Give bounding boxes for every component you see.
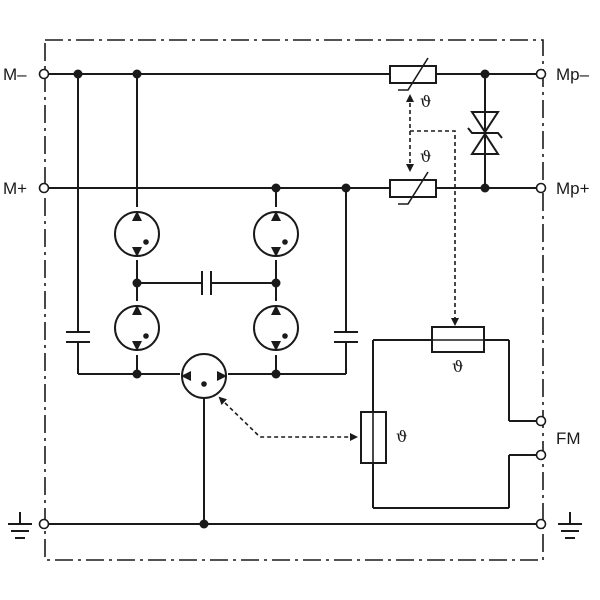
label-mp-plus: Mp+: [556, 179, 590, 198]
capacitor-right: [334, 331, 358, 343]
device-enclosure: [44, 39, 544, 561]
terminal-fm-1: [535, 415, 547, 427]
thermal-symbol-varistor-m-plus: ϑ: [420, 147, 431, 166]
tvs-diode: [467, 111, 503, 155]
terminal-ground-right: [535, 518, 547, 530]
label-fm: FM: [556, 429, 581, 448]
varistor-m-plus: [389, 171, 437, 205]
gas-discharge-tube-right-lower: [253, 305, 299, 351]
thermal-symbol-fuse-horizontal: ϑ: [452, 357, 463, 376]
ground-symbol-right: [558, 512, 582, 539]
terminal-mp-minus: [535, 68, 547, 80]
gas-discharge-tube-left-upper: [114, 211, 160, 257]
label-mp-minus: Mp–: [556, 65, 590, 84]
label-m-minus: M–: [3, 65, 27, 84]
varistor-m-minus: [389, 57, 437, 91]
ground-symbol-left: [8, 512, 32, 539]
terminal-fm-2: [535, 449, 547, 461]
junction-dots: [73, 69, 490, 529]
gas-discharge-tube-left-lower: [114, 305, 160, 351]
gas-discharge-tube-center: [181, 353, 227, 399]
thermal-fuse-horizontal: [431, 326, 485, 353]
thermal-fuse-vertical: [360, 411, 387, 464]
terminal-m-plus: [38, 182, 50, 194]
label-m-plus: M+: [3, 179, 27, 198]
capacitor-middle: [201, 271, 212, 295]
thermal-symbol-varistor-m-minus: ϑ: [420, 92, 431, 111]
terminal-mp-plus: [535, 182, 547, 194]
terminal-m-minus: [38, 68, 50, 80]
thermal-coupling-links: [218, 94, 459, 441]
thermal-symbol-fuse-vertical: ϑ: [396, 427, 407, 446]
capacitor-left: [66, 331, 90, 343]
terminal-ground-left: [38, 518, 50, 530]
gas-discharge-tube-right-upper: [253, 211, 299, 257]
wiring: [44, 73, 541, 525]
